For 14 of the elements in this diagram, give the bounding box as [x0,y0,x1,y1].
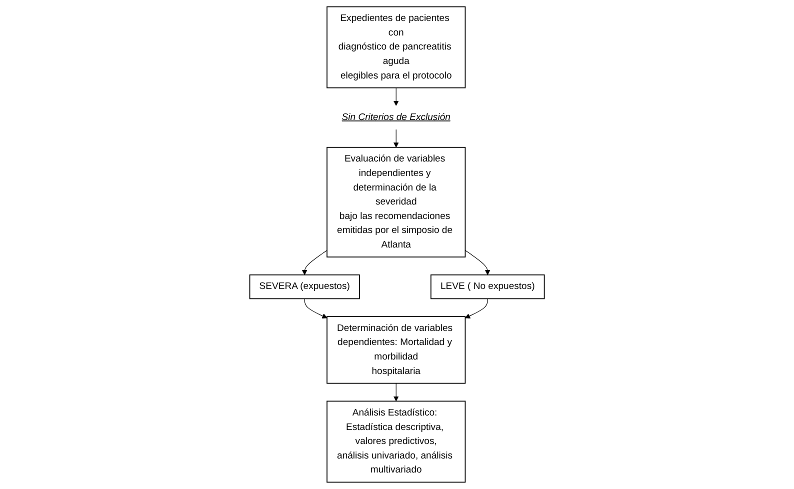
arrow [302,250,328,276]
arrow [393,129,399,148]
node-box: Evaluación de variables independientes y determinación de la severidad bajo las recomendaciones emitidas por el simposio de Atlanta [326,146,466,258]
node-box: LEVE ( No expuestos) [430,274,545,300]
arrow [304,298,328,318]
node-box: Expedientes de pacientes con diagnóstico de pancreatitis aguda elegibles para el protocolo [326,6,466,88]
arrow [393,88,399,106]
node-box: Determinación de variables dependientes: Mortalidad y morbilidad hospitalaria [326,316,466,384]
node-box: Análisis Estadístico: Estadística descriptiva, valores predictivos, análisis univariado, análisis multivariado [326,400,466,483]
node-text: Sin Criterios de Exclusión [342,112,450,122]
arrow [393,383,399,402]
arrow [464,298,488,318]
arrow [464,250,490,276]
node-box: SEVERA (expuestos) [249,274,360,300]
